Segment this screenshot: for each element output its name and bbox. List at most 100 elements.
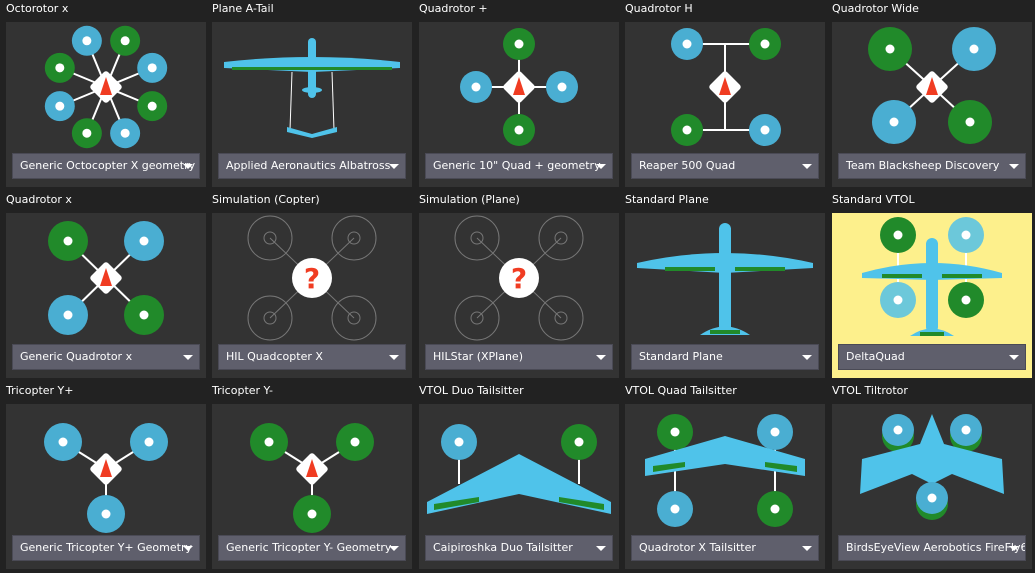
- chevron-down-icon: [596, 164, 606, 169]
- airframe-tile[interactable]: Reaper 500 Quad: [625, 22, 825, 187]
- airframe-card: Octorotor x Generic Octocopter X geometr…: [6, 0, 206, 191]
- airframe-card: Standard VTOL DeltaQuad: [832, 191, 1032, 382]
- airframe-card: Quadrotor x Generic Quadrotor x: [6, 191, 206, 382]
- airframe-select[interactable]: Reaper 500 Quad: [631, 153, 819, 179]
- chevron-down-icon: [183, 355, 193, 360]
- chevron-down-icon: [389, 164, 399, 169]
- airframe-title: Simulation (Plane): [419, 193, 520, 206]
- airframe-quad-h-icon: [671, 28, 781, 146]
- airframe-octo-x-icon: [44, 25, 168, 149]
- airframe-select[interactable]: HILStar (XPlane): [425, 344, 613, 370]
- airframe-quad-plus-icon: [460, 28, 578, 146]
- airframe-tile[interactable]: Applied Aeronautics Albatross: [212, 22, 412, 187]
- airframe-card: Standard Plane Standard Plane: [625, 191, 825, 382]
- airframe-title: Quadrotor Wide: [832, 2, 919, 15]
- airframe-card: Quadrotor Wide Team Blacksheep Discovery: [832, 0, 1032, 191]
- airframe-title: Quadrotor H: [625, 2, 693, 15]
- airframe-select-value: Reaper 500 Quad: [639, 159, 736, 172]
- chevron-down-icon: [1009, 355, 1019, 360]
- airframe-tile[interactable]: DeltaQuad: [832, 213, 1032, 378]
- airframe-title: Octorotor x: [6, 2, 69, 15]
- airframe-tile[interactable]: ? HIL Quadcopter X: [212, 213, 412, 378]
- airframe-select-value: DeltaQuad: [846, 350, 905, 363]
- airframe-select-value: Quadrotor X Tailsitter: [639, 541, 756, 554]
- airframe-tile[interactable]: Generic Quadrotor x: [6, 213, 206, 378]
- airframe-title: Tricopter Y-: [212, 384, 273, 397]
- chevron-down-icon: [802, 546, 812, 551]
- airframe-card: Quadrotor H Reaper 500 Quad: [625, 0, 825, 191]
- chevron-down-icon: [1009, 164, 1019, 169]
- airframe-title: Quadrotor +: [419, 2, 488, 15]
- airframe-title: Quadrotor x: [6, 193, 72, 206]
- airframe-card: VTOL Tiltrotor BirdsEyeView Aerobotics F…: [832, 382, 1032, 573]
- chevron-down-icon: [596, 355, 606, 360]
- chevron-down-icon: [1009, 546, 1019, 551]
- airframe-select[interactable]: Applied Aeronautics Albatross: [218, 153, 406, 179]
- airframe-duo-tailsitter-icon: [427, 424, 611, 514]
- airframe-card: Simulation (Copter) ? HIL Quadcopter X: [212, 191, 412, 382]
- airframe-select[interactable]: Team Blacksheep Discovery: [838, 153, 1026, 179]
- airframe-select-value: BirdsEyeView Aerobotics FireFly6: [846, 541, 1026, 554]
- airframe-plane-icon: [637, 223, 813, 335]
- airframe-card: Tricopter Y- Generic Tricopter Y- Geomet…: [212, 382, 412, 573]
- airframe-card: VTOL Duo Tailsitter Caipiroshka Duo Tail…: [419, 382, 619, 573]
- airframe-tile[interactable]: Generic Octocopter X geometry: [6, 22, 206, 187]
- airframe-tile[interactable]: Quadrotor X Tailsitter: [625, 404, 825, 569]
- airframe-tile[interactable]: Generic Tricopter Y+ Geometry: [6, 404, 206, 569]
- airframe-card: VTOL Quad Tailsitter Quadrotor X Tailsit…: [625, 382, 825, 573]
- airframe-select-value: Generic Quadrotor x: [20, 350, 133, 363]
- airframe-tri-plus-icon: [44, 423, 168, 533]
- airframe-select[interactable]: Generic Tricopter Y+ Geometry: [12, 535, 200, 561]
- airframe-title: VTOL Duo Tailsitter: [419, 384, 524, 397]
- airframe-select-value: Caipiroshka Duo Tailsitter: [433, 541, 573, 554]
- airframe-select-value: Generic Tricopter Y- Geometry: [226, 541, 392, 554]
- airframe-select[interactable]: DeltaQuad: [838, 344, 1026, 370]
- chevron-down-icon: [183, 546, 193, 551]
- airframe-vtol-icon: [862, 217, 1002, 336]
- airframe-select[interactable]: BirdsEyeView Aerobotics FireFly6: [838, 535, 1026, 561]
- airframe-tile[interactable]: ? HILStar (XPlane): [419, 213, 619, 378]
- airframe-select-value: Generic 10" Quad + geometry: [433, 159, 601, 172]
- airframe-title: Standard VTOL: [832, 193, 915, 206]
- airframe-quad-wide-icon: [868, 27, 996, 144]
- svg-text:?: ?: [511, 262, 527, 295]
- airframe-plane-atail-icon: [224, 38, 400, 138]
- airframe-sim-icon: ?: [247, 215, 377, 341]
- chevron-down-icon: [802, 355, 812, 360]
- airframe-select[interactable]: Quadrotor X Tailsitter: [631, 535, 819, 561]
- airframe-card: Plane A-Tail Applied Aeronautics Albatro…: [212, 0, 412, 191]
- airframe-select-value: Team Blacksheep Discovery: [846, 159, 1000, 172]
- airframe-select[interactable]: Generic Tricopter Y- Geometry: [218, 535, 406, 561]
- airframe-select[interactable]: Generic Octocopter X geometry: [12, 153, 200, 179]
- airframe-quad-x-icon: [48, 221, 164, 335]
- airframe-title: Tricopter Y+: [6, 384, 74, 397]
- chevron-down-icon: [183, 164, 193, 169]
- airframe-select[interactable]: Caipiroshka Duo Tailsitter: [425, 535, 613, 561]
- airframe-quad-tailsitter-icon: [645, 414, 805, 527]
- airframe-title: Simulation (Copter): [212, 193, 320, 206]
- airframe-select[interactable]: Generic Quadrotor x: [12, 344, 200, 370]
- airframe-select-value: HIL Quadcopter X: [226, 350, 323, 363]
- airframe-select[interactable]: Generic 10" Quad + geometry: [425, 153, 613, 179]
- svg-text:?: ?: [304, 262, 320, 295]
- airframe-tile[interactable]: Standard Plane: [625, 213, 825, 378]
- airframe-tile[interactable]: Caipiroshka Duo Tailsitter: [419, 404, 619, 569]
- airframe-title: Plane A-Tail: [212, 2, 274, 15]
- airframe-select-value: Standard Plane: [639, 350, 723, 363]
- airframe-title: VTOL Tiltrotor: [832, 384, 908, 397]
- chevron-down-icon: [389, 355, 399, 360]
- airframe-card: Simulation (Plane) ? HILStar (XPlane): [419, 191, 619, 382]
- airframe-card: Tricopter Y+ Generic Tricopter Y+ Geomet…: [6, 382, 206, 573]
- airframe-select-value: Applied Aeronautics Albatross: [226, 159, 391, 172]
- airframe-card: Quadrotor + Generic 10" Quad + geometry: [419, 0, 619, 191]
- airframe-tile[interactable]: Generic 10" Quad + geometry: [419, 22, 619, 187]
- airframe-tri-minus-icon: [250, 423, 374, 533]
- airframe-tile[interactable]: Generic Tricopter Y- Geometry: [212, 404, 412, 569]
- airframe-sim-icon: ?: [454, 215, 584, 341]
- airframe-tile[interactable]: BirdsEyeView Aerobotics FireFly6: [832, 404, 1032, 569]
- airframe-tile[interactable]: Team Blacksheep Discovery: [832, 22, 1032, 187]
- chevron-down-icon: [596, 546, 606, 551]
- airframe-tiltrotor-icon: [860, 414, 1004, 520]
- airframe-select[interactable]: Standard Plane: [631, 344, 819, 370]
- airframe-select[interactable]: HIL Quadcopter X: [218, 344, 406, 370]
